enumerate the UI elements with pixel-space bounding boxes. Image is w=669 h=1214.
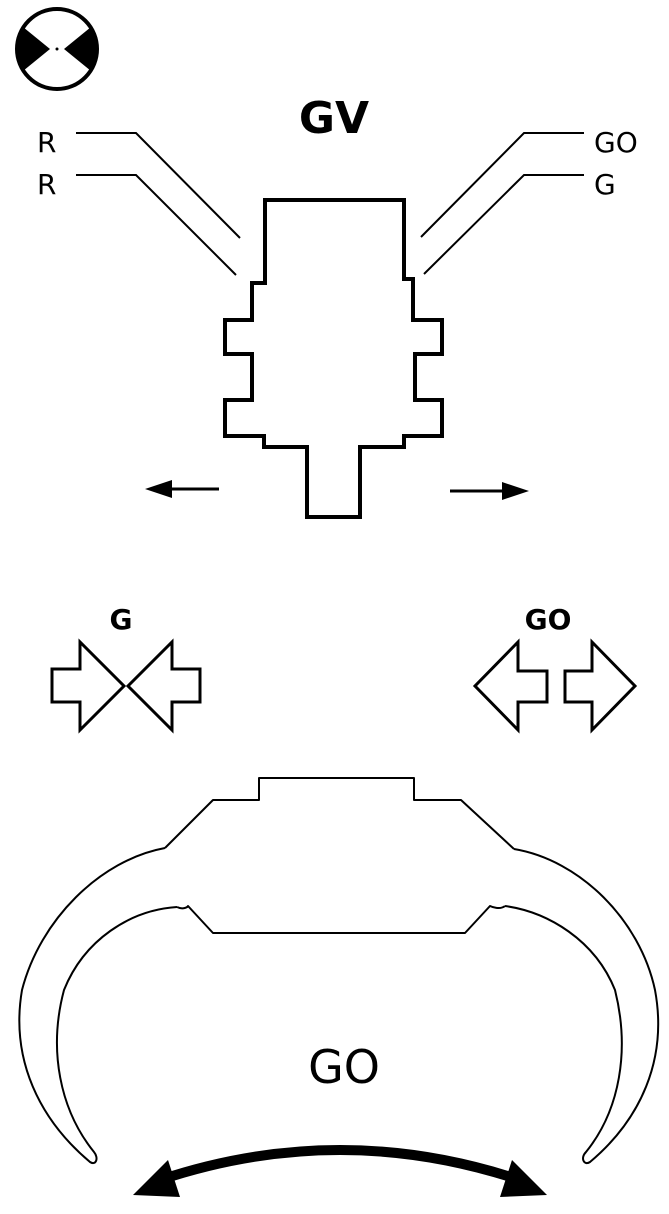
shell-outline: [18, 777, 660, 1164]
arrow-left-icon: [145, 480, 219, 498]
right-label-upper: GO: [594, 126, 638, 159]
left-label-lower: R: [37, 168, 56, 201]
diagram-title: GV: [299, 93, 369, 144]
left-label-upper: R: [37, 126, 56, 159]
view-indicator-icon: [15, 7, 99, 91]
object-top-view-outline: [223, 198, 444, 519]
right-label-lower: G: [594, 168, 616, 201]
pinch-label: G: [110, 603, 133, 636]
curved-double-arrow-icon: [133, 1145, 547, 1197]
spread-label: GO: [525, 603, 572, 636]
pinch-arrows-icon: [50, 638, 202, 734]
arrow-right-icon: [450, 482, 529, 500]
right-leader-lines: [420, 132, 584, 275]
bottom-label: GO: [308, 1040, 380, 1094]
left-leader-lines: [76, 132, 241, 276]
spread-arrows-icon: [472, 638, 638, 734]
